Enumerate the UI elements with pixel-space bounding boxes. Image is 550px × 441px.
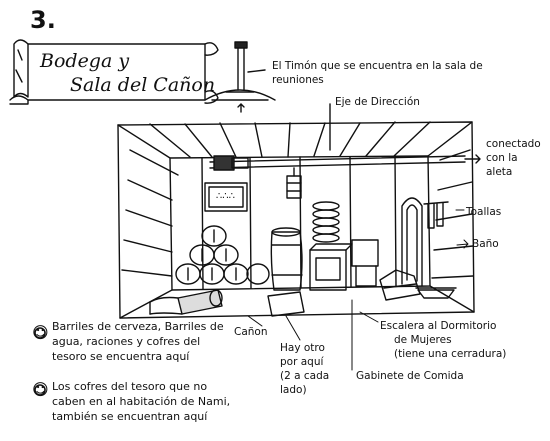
bullet-icon-1: ☺ <box>32 323 49 342</box>
banner-title-line-1: Bodega y <box>40 50 130 72</box>
label-hay-otro-line-1: Hay otro <box>280 342 325 354</box>
page-number: 3. <box>30 6 56 34</box>
toilet <box>351 239 379 287</box>
label-timon-line-2: reuniones <box>272 74 324 86</box>
label-canon: Cañon <box>234 326 268 338</box>
label-hay-otro-line-4: lado) <box>280 384 307 396</box>
food-cabinet <box>309 243 353 291</box>
cannon <box>149 289 223 315</box>
crate <box>267 291 305 317</box>
label-escalera-line-3: (tiene una cerradura) <box>394 348 507 360</box>
bullet-circle-2 <box>34 384 46 396</box>
label-hay-otro-line-2: por aquí <box>280 356 324 368</box>
coil <box>312 201 340 243</box>
bullet-icon-2: ☺ <box>32 380 49 399</box>
leader-lines <box>247 209 469 371</box>
bullet-circle-1 <box>34 327 46 339</box>
label-bano: Baño <box>472 238 499 250</box>
label-eje-direccion: Eje de Dirección <box>335 96 420 108</box>
note-2-line-3: también se encuentran aquí <box>52 410 208 423</box>
barrel-stack <box>175 225 270 285</box>
label-escalera-line-1: Escalera al Dormitorio <box>380 320 497 332</box>
helm-sketch <box>204 41 276 113</box>
room-walls <box>117 121 475 319</box>
wall-sign-text: ∴∴∴ <box>216 191 236 202</box>
stairs <box>379 269 421 301</box>
note-1-line-1: Barriles de cerveza, Barriles de <box>52 320 224 333</box>
label-conectado-line-1: conectado <box>486 138 541 150</box>
label-conectado-line-3: aleta <box>486 166 513 178</box>
door <box>401 197 423 287</box>
towels <box>423 201 449 229</box>
upright-barrels <box>270 227 303 291</box>
label-toallas: Toallas <box>466 206 502 218</box>
note-2-line-2: caben en al habitación de Nami, <box>52 395 231 408</box>
note-1-line-3: tesoro se encuentra aquí <box>52 350 190 363</box>
label-timon-line-1: El Timón que se encuentra en la sala de <box>272 60 483 72</box>
label-conectado-line-2: con la <box>486 152 518 164</box>
note-1-line-2: agua, raciones y cofres del <box>52 335 201 348</box>
banner-title-line-2: Sala del Cañon <box>70 74 216 96</box>
title-banner-scroll <box>9 39 219 105</box>
bathtub <box>415 287 457 299</box>
label-hay-otro-line-3: (2 a cada <box>280 370 330 382</box>
wall-sign <box>204 182 248 212</box>
lantern <box>286 167 302 199</box>
note-2-line-1: Los cofres del tesoro que no <box>52 380 208 393</box>
steering-shaft <box>209 103 481 171</box>
label-escalera-line-2: de Mujeres <box>394 334 452 346</box>
label-gabinete: Gabinete de Comida <box>356 370 464 382</box>
